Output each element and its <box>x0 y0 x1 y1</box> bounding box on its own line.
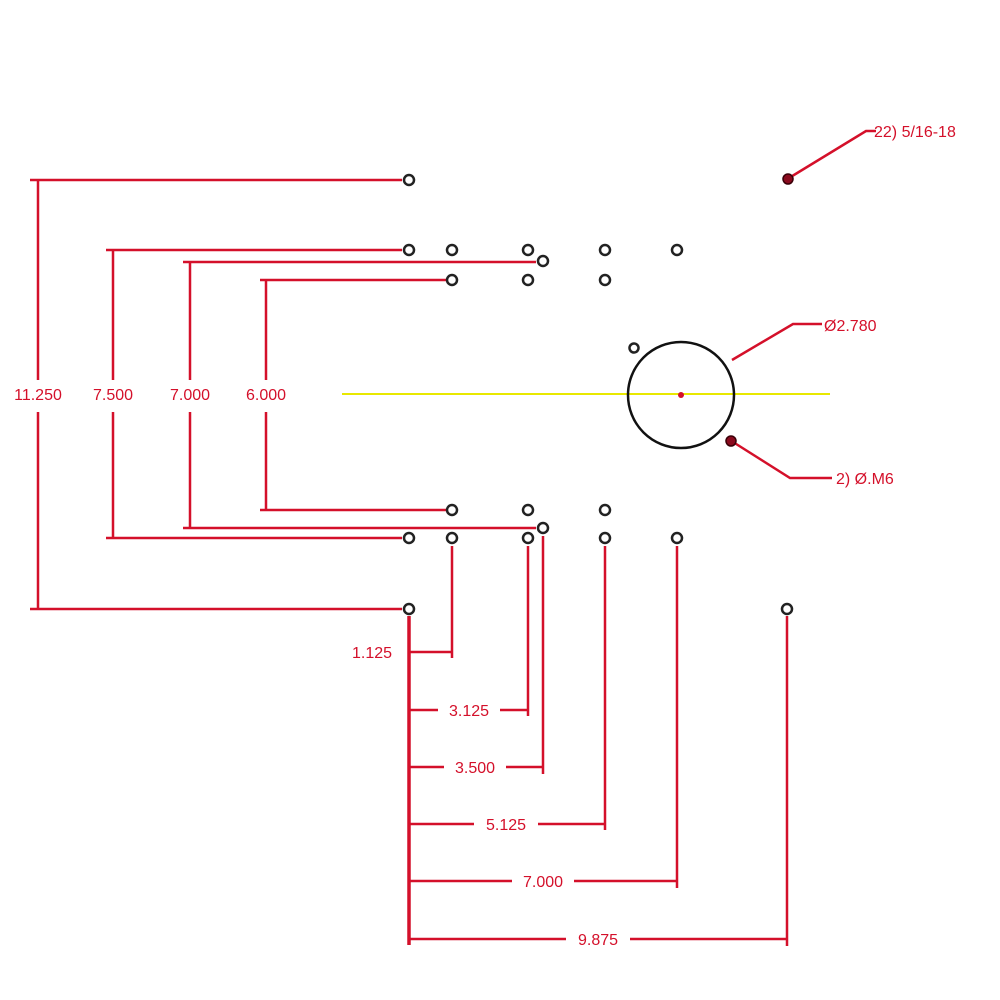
bolt-holes <box>402 173 794 616</box>
callout-pin-holes: 2) Ø.M6 <box>836 471 894 488</box>
hole <box>521 243 535 257</box>
dim-label-7500: 7.500 <box>93 387 133 404</box>
callout-tapped-holes: 22) 5/16-18 <box>874 124 956 141</box>
pin-hole-marker <box>725 435 737 447</box>
hole <box>402 243 416 257</box>
dim-label-6000: 6.000 <box>246 387 286 404</box>
center-bore <box>626 340 736 450</box>
hole <box>521 503 535 517</box>
hole <box>780 602 794 616</box>
hole <box>536 254 550 268</box>
hole <box>445 503 459 517</box>
dim-label-5125: 5.125 <box>486 817 526 834</box>
leader-lines <box>731 129 876 480</box>
hole <box>670 243 684 257</box>
hole <box>598 273 612 287</box>
hole <box>536 521 550 535</box>
hole <box>445 531 459 545</box>
hole <box>521 531 535 545</box>
hole <box>521 273 535 287</box>
hole <box>445 273 459 287</box>
bore-center-point <box>678 392 684 398</box>
tapped-hole-marker <box>782 173 794 185</box>
dim-label-9875: 9.875 <box>578 932 618 949</box>
vertical-dimension-lines <box>30 178 536 611</box>
horizontal-dimension-lines <box>407 536 789 946</box>
hole <box>402 602 416 616</box>
dim-label-7000-vertical: 7.000 <box>170 387 210 404</box>
dim-label-7000-horizontal: 7.000 <box>523 874 563 891</box>
leader-pins <box>732 440 832 480</box>
hole <box>598 243 612 257</box>
dim-label-3500: 3.500 <box>455 760 495 777</box>
leader-bore <box>731 322 822 362</box>
leader-tapped-holes <box>788 129 876 180</box>
dim-label-3125: 3.125 <box>449 703 489 720</box>
hole <box>445 243 459 257</box>
hole <box>598 531 612 545</box>
hole <box>628 342 640 354</box>
hole <box>402 531 416 545</box>
hole <box>402 173 416 187</box>
dim-label-1125: 1.125 <box>352 645 392 662</box>
hole <box>670 531 684 545</box>
hole <box>598 503 612 517</box>
callout-bore-diameter: Ø2.780 <box>824 318 877 335</box>
dim-label-11250: 11.250 <box>14 387 62 404</box>
